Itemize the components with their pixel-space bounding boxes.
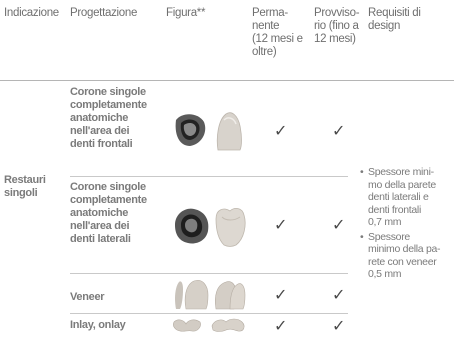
requirement-line: rete con veneer (368, 255, 437, 268)
requirement-line: 0,5 mm (368, 268, 402, 280)
row-divider (70, 176, 348, 177)
molar-crown-icon (215, 207, 246, 247)
design-line: nell'area dei (70, 125, 130, 137)
design-cell-anterior-crowns: Corone singole completamente anatomiche … (70, 86, 152, 151)
header-provvisorio: Provviso- rio (fino a 12 mesi) (314, 7, 360, 46)
indication-line: singoli (4, 187, 38, 199)
design-line: denti laterali (70, 233, 131, 245)
design-cell-veneer: Veneer (70, 291, 152, 304)
design-line: completamente (70, 99, 147, 111)
table-header: Indicazione Progettazione Figura** Perma… (0, 0, 454, 80)
requirement-item: • Spessore mini- mo della parete denti l… (360, 166, 450, 229)
design-cell-inlay-onlay: Inlay, onlay (70, 319, 152, 332)
requirement-line: mo della parete (368, 178, 436, 191)
design-line: Corone singole (70, 181, 146, 193)
design-line: anatomiche (70, 112, 129, 124)
row-divider (70, 273, 348, 274)
requirements-cell: • Spessore mini- mo della parete denti l… (360, 166, 450, 283)
indication-cell: Restauri singoli (4, 174, 64, 200)
design-line: completamente (70, 194, 147, 206)
design-line: anatomiche (70, 207, 129, 219)
design-cell-posterior-crowns: Corone singole completamente anatomiche … (70, 181, 152, 246)
bullet: • (360, 166, 364, 178)
row-divider (70, 313, 348, 314)
veneer-figure (175, 280, 246, 310)
requirement-line: minimo della pa- (368, 243, 441, 255)
header-figura: Figura** (166, 7, 206, 19)
design-line: Inlay, onlay (70, 319, 126, 331)
design-line: nell'area dei (70, 220, 130, 232)
design-line: denti frontali (70, 138, 133, 150)
header-permanente-line: Perma- (252, 7, 288, 19)
anterior-crown-icon (216, 112, 242, 151)
posterior-crown-figure (175, 207, 246, 247)
veneer-pair-icon (215, 281, 246, 310)
veneer-icon (175, 280, 209, 310)
requirement-line: denti frontali (368, 203, 422, 216)
header-progettazione: Progettazione (70, 7, 138, 19)
indication-line: Restauri (4, 174, 46, 186)
provvisorio-check: ✓ (332, 123, 346, 140)
design-line: Veneer (70, 291, 105, 303)
bullet: • (360, 230, 364, 243)
inlay-onlay-figure (173, 318, 245, 332)
permanente-check: ✓ (274, 123, 288, 140)
provvisorio-check: ✓ (332, 287, 346, 304)
header-requisiti-line: Requisiti di (368, 7, 421, 19)
header-provvisorio-line: rio (fino a (314, 20, 359, 32)
header-permanente-line: nente (252, 20, 280, 32)
header-permanente-line: (12 mesi e (252, 33, 303, 45)
anterior-crown-figure (175, 112, 242, 151)
header-provvisorio-line: Provviso- (314, 7, 360, 19)
header-requisiti-line: design (368, 20, 401, 32)
header-provvisorio-line: 12 mesi) (314, 33, 356, 45)
requirement-line: denti laterali e (368, 191, 429, 203)
header-requisiti: Requisiti di design (368, 7, 421, 33)
permanente-check: ✓ (274, 287, 288, 304)
posterior-crown-ring-icon (175, 208, 209, 244)
permanente-check: ✓ (274, 217, 288, 234)
onlay-icon (211, 318, 245, 332)
design-line: Corone singole (70, 86, 146, 98)
requirement-line: Spessore mini- (368, 166, 434, 178)
header-divider (0, 80, 454, 81)
requirement-line: 0,7 mm (368, 216, 402, 228)
provvisorio-check: ✓ (332, 318, 346, 335)
anterior-crown-ring-icon (175, 114, 206, 146)
provvisorio-check: ✓ (332, 217, 346, 234)
inlay-icon (173, 319, 201, 332)
permanente-check: ✓ (274, 318, 288, 335)
requirement-line: Spessore (368, 230, 410, 243)
header-indicazione: Indicazione (4, 7, 59, 19)
header-permanente-line: oltre) (252, 46, 277, 58)
requirement-item: • Spessore minimo della pa- rete con ven… (360, 231, 450, 281)
header-permanente: Perma- nente (12 mesi e oltre) (252, 7, 303, 59)
